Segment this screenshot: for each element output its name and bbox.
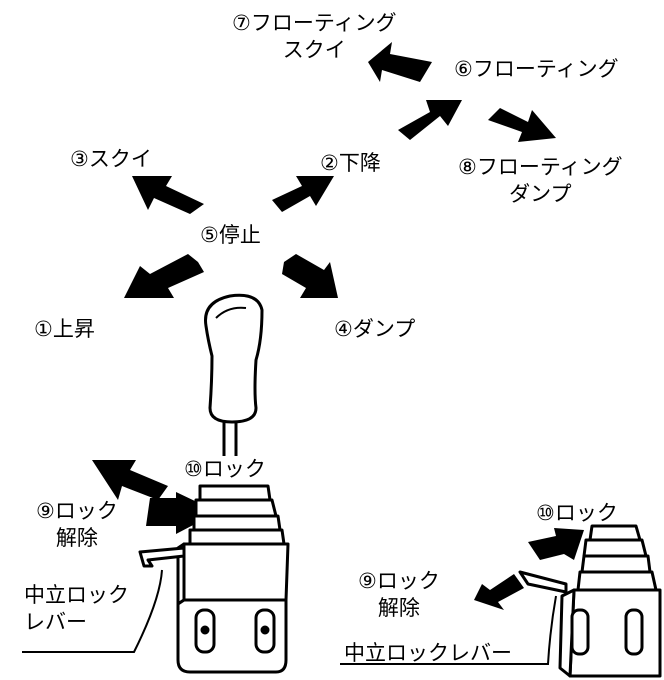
label-lock-left: ⑩ロック: [184, 457, 266, 481]
leader-lines: [22, 569, 557, 665]
lever-base-left: [138, 484, 290, 674]
arrow-unlock-right: [474, 574, 524, 610]
lever-knob: [204, 293, 264, 456]
label-stop: ⑤停止: [200, 223, 261, 247]
arrow-dump: [282, 254, 338, 298]
arrow-lock-left: [146, 492, 218, 534]
arrow-floating-dump: [488, 108, 556, 142]
label-raise: ①上昇: [34, 317, 95, 341]
lever-base-right: [518, 524, 662, 678]
arrow-lower: [272, 176, 334, 212]
label-neutral-lever-left: 中立ロック レバー: [24, 583, 129, 634]
label-unlock-right: ⑨ロック 解除: [358, 569, 440, 620]
arrow-floating: [398, 100, 462, 140]
direction-arrows: [92, 42, 584, 610]
label-lock-right: ⑩ロック: [536, 501, 618, 525]
label-unlock-left: ⑨ロック 解除: [36, 499, 118, 550]
label-dump: ④ダンプ: [334, 317, 416, 341]
label-lower: ②下降: [320, 151, 381, 175]
label-scoop: ③スクイ: [70, 147, 152, 171]
label-floating-scoop: ⑦フローティング スクイ: [232, 11, 397, 62]
label-neutral-lever-right: 中立ロックレバー: [344, 641, 512, 665]
arrow-unlock-left: [92, 460, 168, 500]
label-floating-dump: ⑧フローティング ダンプ: [458, 155, 623, 206]
arrow-raise: [124, 254, 204, 298]
arrow-lock-right: [528, 528, 584, 560]
arrow-floating-scoop: [368, 42, 432, 82]
label-floating: ⑥フローティング: [454, 57, 619, 81]
arrow-scoop: [132, 176, 204, 214]
